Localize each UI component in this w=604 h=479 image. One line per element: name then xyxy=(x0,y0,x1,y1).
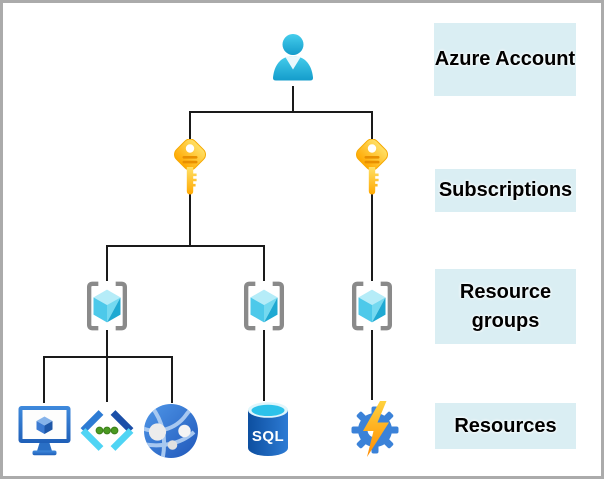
label-subscriptions: Subscriptions xyxy=(435,169,576,212)
function-app-gear-icon xyxy=(349,400,401,458)
label-resource-groups: Resource groups xyxy=(435,269,576,344)
label-resources-text: Resources xyxy=(454,414,557,437)
virtual-machine-icon xyxy=(16,402,73,459)
label-resource-groups-text: Resource groups xyxy=(459,281,552,332)
key-icon xyxy=(350,138,394,197)
code-app-icon xyxy=(78,409,136,453)
user-icon xyxy=(267,32,319,86)
label-azure-account-text: Azure Account xyxy=(434,48,576,71)
resource-group-icon xyxy=(348,279,396,333)
label-azure-account: Azure Account xyxy=(434,23,576,96)
sql-database-icon: SQL xyxy=(245,401,291,458)
sql-label: SQL xyxy=(252,428,284,445)
app-service-globe-icon xyxy=(142,402,200,460)
label-resources: Resources xyxy=(435,403,576,449)
resource-group-icon xyxy=(83,279,131,333)
label-subscriptions-text: Subscriptions xyxy=(438,179,573,202)
resource-group-icon xyxy=(240,279,288,333)
key-icon xyxy=(168,138,212,197)
